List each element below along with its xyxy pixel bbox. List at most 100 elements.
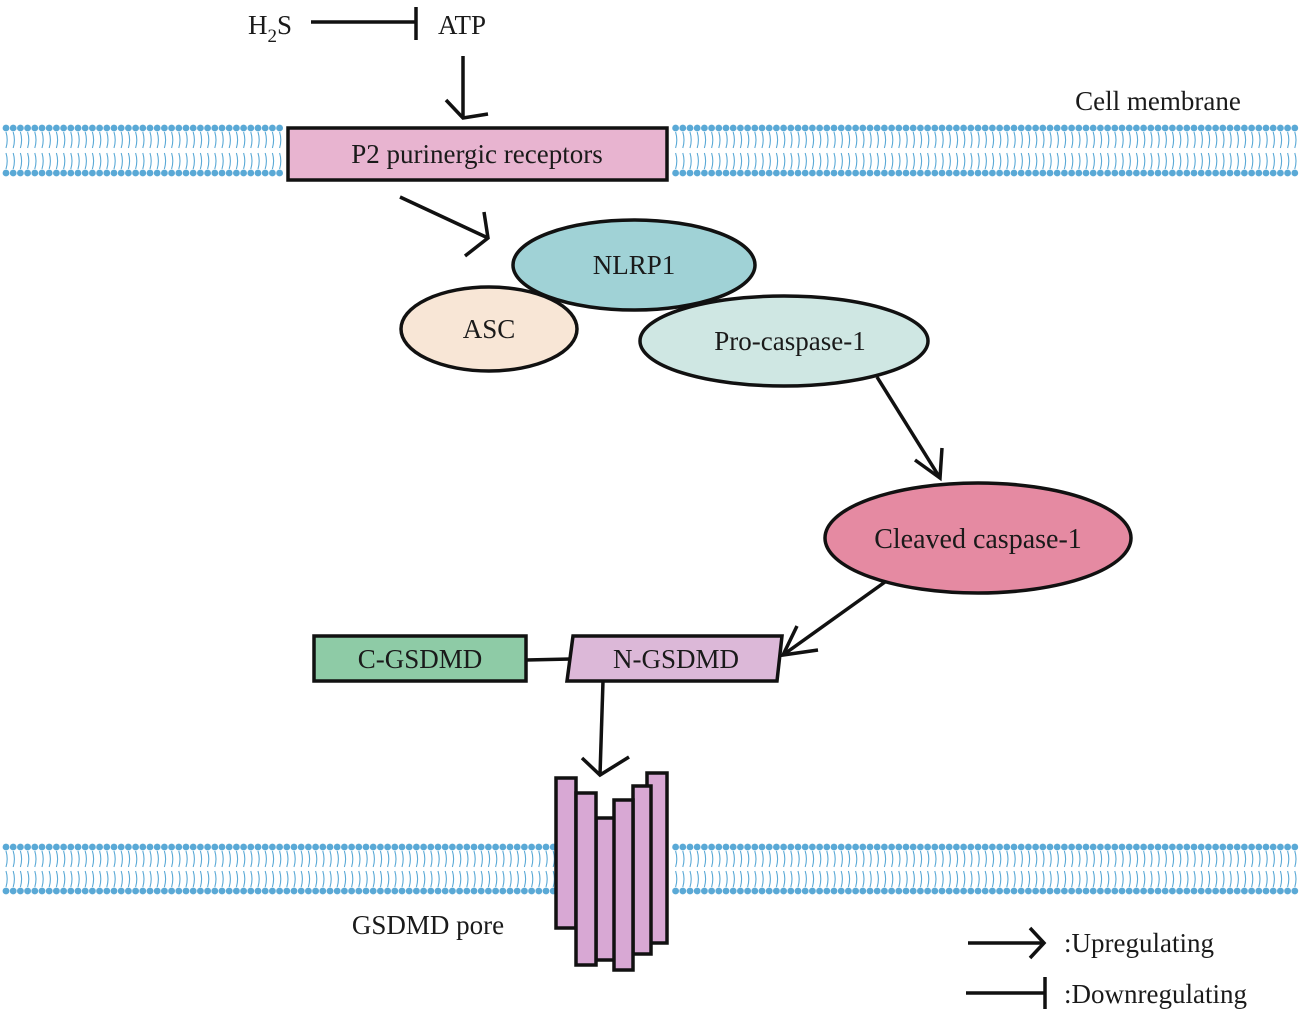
lipid-tail xyxy=(826,152,829,170)
lipid-tail xyxy=(19,850,23,868)
lipid-tail xyxy=(70,152,73,170)
lipid-tail xyxy=(207,850,210,868)
lipid-head xyxy=(276,843,283,851)
lipid-tail xyxy=(336,870,339,888)
lipid-tail xyxy=(387,850,390,868)
pore-subunit xyxy=(612,798,635,972)
lipid-head xyxy=(1197,124,1205,132)
lipid-head xyxy=(938,843,946,851)
lipid-head xyxy=(1140,124,1147,132)
lipid-tail xyxy=(55,131,59,149)
lipid-head xyxy=(1255,887,1263,895)
lipid-head xyxy=(74,843,82,851)
lipid-tail xyxy=(120,870,123,888)
lipid-tail xyxy=(891,131,894,149)
lipid-head xyxy=(909,169,917,177)
lipid-head xyxy=(816,169,823,177)
lipid-head xyxy=(182,124,190,132)
lipid-head xyxy=(1097,887,1104,895)
lipid-tail xyxy=(243,131,246,149)
lipid-head xyxy=(247,169,255,177)
lipid-head xyxy=(1089,124,1097,132)
lipid-head xyxy=(1053,843,1061,851)
lipid-head xyxy=(38,843,46,851)
lipid-head xyxy=(773,843,780,851)
lipid-head xyxy=(672,124,679,132)
lipid-tail xyxy=(1272,131,1275,149)
lipid-tail xyxy=(135,152,138,170)
asc-label: ASC xyxy=(463,314,516,344)
lipid-tail xyxy=(1258,870,1261,888)
lipid-head xyxy=(499,887,507,895)
lipid-tail xyxy=(819,152,822,170)
lipid-head xyxy=(17,887,24,895)
lipid-head xyxy=(823,843,831,851)
lipid-tail xyxy=(1085,131,1088,149)
lipid-head xyxy=(89,887,96,895)
lipid-tail xyxy=(235,870,239,888)
lipid-head xyxy=(981,169,989,177)
lipid-head xyxy=(917,887,924,895)
lipid-head xyxy=(146,843,154,851)
lipid-tail xyxy=(12,850,15,868)
lipid-tail xyxy=(351,850,354,868)
lipid-head xyxy=(45,124,53,132)
lipid-head xyxy=(161,124,168,132)
lipid-head xyxy=(17,843,24,851)
lipid-head xyxy=(1147,169,1155,177)
lipid-head xyxy=(1212,124,1219,132)
lipid-tail xyxy=(1128,131,1131,149)
lipid-tail xyxy=(1258,152,1261,170)
lipid-head xyxy=(53,887,60,895)
lipid-head xyxy=(413,843,420,851)
lipid-head xyxy=(1241,843,1248,851)
lipid-head xyxy=(211,124,219,132)
lipid-tail xyxy=(466,850,469,868)
lipid-head xyxy=(326,843,334,851)
lipid-head xyxy=(845,124,852,132)
lipid-head xyxy=(1197,843,1205,851)
lipid-head xyxy=(405,887,413,895)
lipid-head xyxy=(866,887,874,895)
lipid-head xyxy=(189,843,197,851)
lipid-tail xyxy=(912,131,915,149)
lipid-head xyxy=(427,843,435,851)
lipid-head xyxy=(859,843,867,851)
lipid-tail xyxy=(912,850,915,868)
lipid-tail xyxy=(1150,131,1153,149)
lipid-head xyxy=(362,887,370,895)
lipid-head xyxy=(1219,124,1227,132)
lipid-tail xyxy=(1236,870,1239,888)
lipid-head xyxy=(701,124,708,132)
lipid-head xyxy=(225,887,233,895)
lipid-head xyxy=(801,843,809,851)
lipid-tail xyxy=(358,870,361,888)
lipid-tail xyxy=(451,850,455,868)
lipid-tail xyxy=(797,870,800,888)
lipid-tail xyxy=(1164,152,1167,170)
lipid-tail xyxy=(1171,870,1175,888)
lipid-head xyxy=(369,887,377,895)
lipid-tail xyxy=(1265,131,1268,149)
lipid-tail xyxy=(1207,131,1211,149)
lipid-head xyxy=(1147,843,1155,851)
lipid-head xyxy=(917,843,924,851)
lipid-head xyxy=(233,169,240,177)
lipid-tail xyxy=(739,870,743,888)
lipid-head xyxy=(161,169,168,177)
lipid-head xyxy=(1197,887,1205,895)
lipid-head xyxy=(103,843,111,851)
lipid-tail xyxy=(156,152,159,170)
lipid-head xyxy=(852,169,859,177)
pro-caspase-node: Pro-caspase-1 xyxy=(638,294,930,388)
lipid-head xyxy=(1190,124,1198,132)
lipid-head xyxy=(513,843,521,851)
lipid-tail xyxy=(271,152,275,170)
lipid-tail xyxy=(927,850,930,868)
lipid-head xyxy=(247,843,255,851)
lipid-tail xyxy=(941,131,944,149)
lipid-tail xyxy=(63,152,66,170)
lipid-tail xyxy=(365,870,368,888)
lipid-head xyxy=(816,124,823,132)
lipid-tail xyxy=(286,870,289,888)
